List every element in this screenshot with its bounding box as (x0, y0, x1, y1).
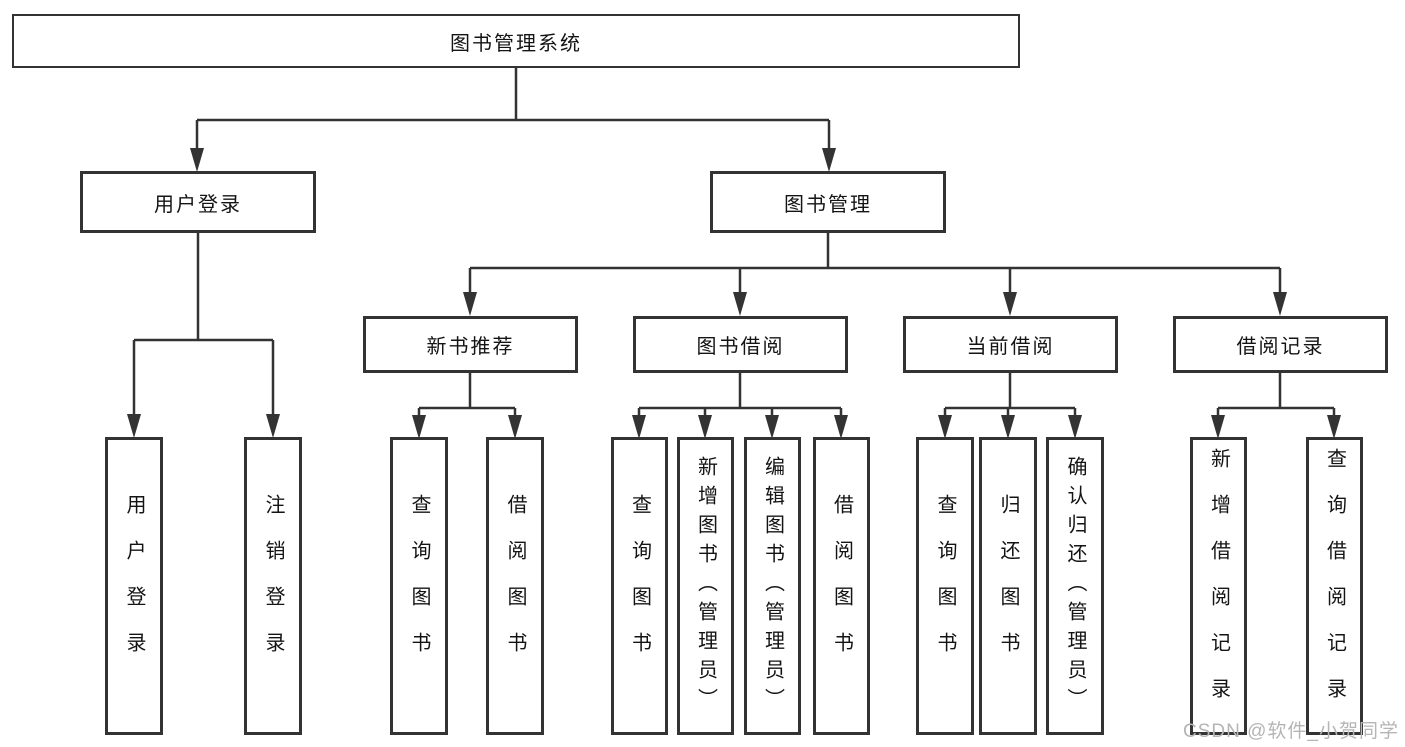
leaf-borrow-add-books-admin: 新增图书（管理员） (677, 437, 734, 735)
node-label: 借阅记录 (1236, 336, 1325, 358)
csdn-watermark: CSDN @软件_小贺同学 (1183, 721, 1399, 742)
leaf-label: 用户登录 (123, 494, 145, 678)
leaf-logout: 注销登录 (244, 437, 302, 735)
leaf-current-confirm-return-admin: 确认归还（管理员） (1046, 437, 1104, 735)
node-label: 图书管理系统 (450, 32, 582, 55)
leaf-label: 编辑图书（管理员） (761, 455, 784, 717)
node-borrowing-records: 借阅记录 (1173, 316, 1388, 373)
leaf-label: 注销登录 (262, 494, 284, 678)
leaf-label: 查询图书 (934, 494, 956, 678)
node-current-borrowing: 当前借阅 (903, 316, 1118, 373)
node-new-book-recommendation: 新书推荐 (363, 316, 578, 373)
leaf-borrow-edit-books-admin: 编辑图书（管理员） (744, 437, 801, 735)
node-label: 用户登录 (154, 193, 242, 216)
node-library-management-system: 图书管理系统 (12, 14, 1020, 68)
leaf-label: 新增借阅记录 (1207, 448, 1230, 724)
leaf-current-query-books: 查询图书 (916, 437, 974, 735)
leaf-records-add-borrow-record: 新增借阅记录 (1190, 437, 1247, 735)
node-book-management: 图书管理 (710, 171, 946, 233)
leaf-records-query-borrow-record: 查询借阅记录 (1306, 437, 1363, 735)
leaf-label: 查询借阅记录 (1323, 448, 1346, 724)
leaf-newbook-query-books: 查询图书 (390, 437, 448, 735)
node-label: 图书管理 (784, 193, 872, 216)
node-label: 图书借阅 (696, 336, 785, 358)
arrowhead-icons (127, 148, 1341, 439)
leaf-label: 查询图书 (628, 494, 651, 678)
leaf-label: 查询图书 (408, 494, 430, 678)
leaf-label: 借阅图书 (504, 494, 526, 678)
leaf-current-return-books: 归还图书 (979, 437, 1037, 735)
node-book-borrowing: 图书借阅 (633, 316, 848, 373)
leaf-label: 确认归还（管理员） (1064, 455, 1086, 717)
leaf-user-login: 用户登录 (105, 437, 163, 735)
node-label: 当前借阅 (966, 336, 1055, 358)
leaf-label: 新增图书（管理员） (694, 455, 717, 717)
node-label: 新书推荐 (426, 336, 515, 358)
node-user-login: 用户登录 (80, 171, 316, 233)
leaf-label: 归还图书 (997, 494, 1019, 678)
leaf-newbook-borrow-books: 借阅图书 (486, 437, 544, 735)
leaf-label: 借阅图书 (830, 494, 853, 678)
leaf-borrow-borrow-books: 借阅图书 (813, 437, 870, 735)
leaf-borrow-query-books: 查询图书 (611, 437, 668, 735)
